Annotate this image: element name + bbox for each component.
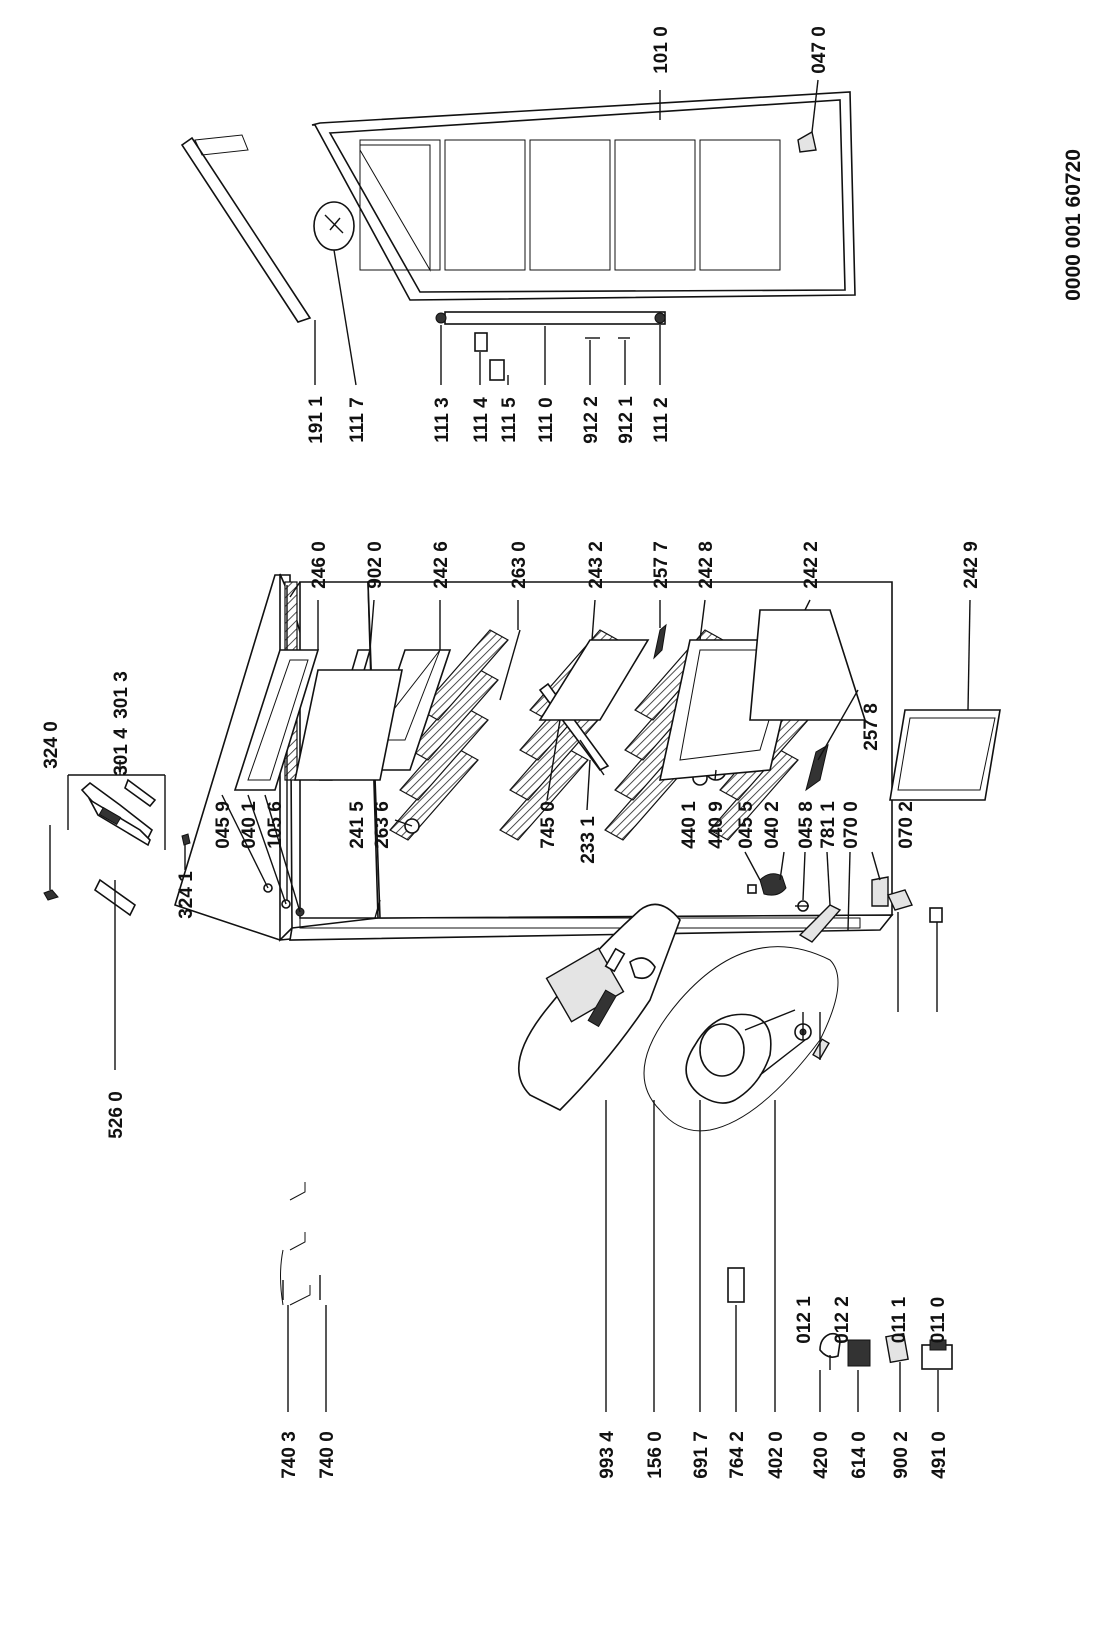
part-label: 781 1 [818, 801, 839, 849]
part-label: 101 0 [651, 26, 672, 74]
freezer-door [180, 91, 856, 381]
part-label: 011 0 [928, 1297, 949, 1344]
part-label: 040 1 [239, 801, 260, 849]
condenser-brackets [280, 1182, 321, 1306]
part-label: 242 9 [961, 541, 982, 589]
part-label: 257 7 [651, 541, 672, 589]
part-label: 040 2 [762, 801, 783, 849]
part-label: 526 0 [106, 1091, 127, 1139]
top-cover-assembly [43, 774, 191, 917]
part-label: 263 0 [509, 541, 530, 589]
part-callouts: 740 3 740 0 993 4 156 0 691 7 764 2 402 … [41, 26, 982, 1479]
part-label: 324 1 [176, 871, 197, 919]
part-label: 111 0 [536, 397, 557, 442]
part-label: 111 3 [432, 397, 453, 442]
part-label: 242 8 [696, 541, 717, 589]
part-label: 993 4 [597, 1431, 618, 1479]
part-label: 191 1 [306, 396, 327, 444]
part-label: 242 6 [431, 541, 452, 589]
leader-lines [49, 79, 971, 1412]
part-label: 242 2 [801, 541, 822, 589]
part-label: 045 8 [796, 801, 817, 849]
part-label: 900 2 [891, 1431, 912, 1479]
part-label: 233 1 [578, 816, 599, 864]
part-label: 012 2 [832, 1296, 853, 1344]
part-label: 902 0 [365, 541, 386, 589]
drier-filter [727, 1267, 745, 1303]
part-label: 764 2 [727, 1431, 748, 1479]
part-label: 111 2 [651, 397, 672, 442]
part-label: 263 6 [372, 801, 393, 849]
part-label: 324 0 [41, 721, 62, 769]
foot-cover [871, 876, 889, 907]
part-label: 301 4 [111, 728, 132, 776]
part-label: 111 7 [347, 397, 368, 442]
part-label: 440 1 [679, 801, 700, 849]
part-label: 420 0 [811, 1431, 832, 1479]
part-label: 614 0 [849, 1431, 870, 1479]
part-label: 301 3 [111, 671, 132, 719]
part-label: 156 0 [645, 1431, 666, 1479]
electrical-parts [819, 1332, 953, 1370]
drawers [233, 609, 1001, 834]
compressor-detail [643, 946, 839, 1132]
part-label: 740 0 [317, 1431, 338, 1479]
part-label: 111 4 [471, 397, 492, 443]
part-label: 070 0 [841, 801, 862, 849]
part-label: 740 3 [279, 1431, 300, 1479]
part-label: 745 0 [538, 801, 559, 849]
kickplate [798, 904, 842, 943]
part-label: 440 9 [706, 801, 727, 849]
part-label: 257 8 [861, 703, 882, 751]
part-label: 241 5 [347, 801, 368, 849]
control-panel-detail [517, 903, 681, 1111]
part-label: 045 9 [213, 801, 234, 849]
part-label: 246 0 [309, 541, 330, 589]
part-label: 047 0 [809, 26, 830, 74]
document-id: 0000 001 60720 [1062, 149, 1085, 301]
part-label: 111 5 [499, 397, 520, 443]
part-label: 011 1 [889, 1296, 910, 1343]
part-label: 105 6 [265, 801, 286, 849]
part-label: 912 1 [616, 396, 637, 444]
part-label: 243 2 [586, 541, 607, 589]
part-label: 912 2 [581, 396, 602, 444]
part-label: 070 2 [896, 801, 917, 849]
part-label: 691 7 [691, 1431, 712, 1479]
part-label: 012 1 [794, 1296, 815, 1344]
part-label: 045 5 [736, 801, 757, 849]
part-label: 491 0 [929, 1431, 950, 1479]
part-label: 402 0 [766, 1431, 787, 1479]
feet [887, 889, 943, 923]
